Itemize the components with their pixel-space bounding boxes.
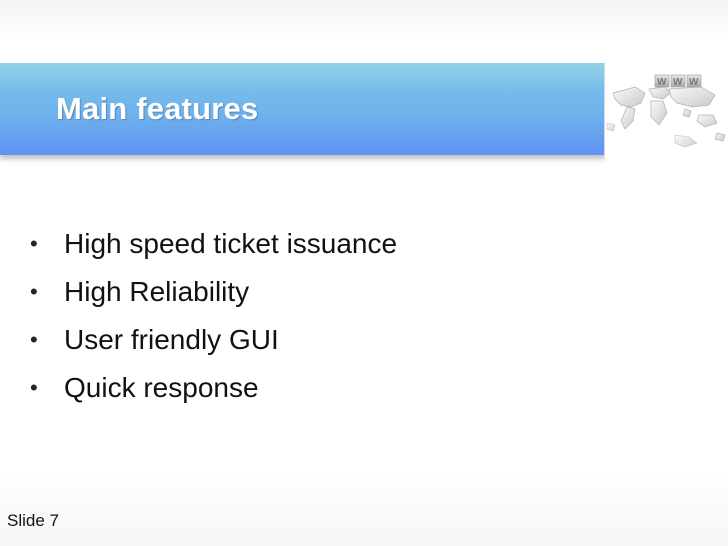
svg-text:W: W — [657, 77, 667, 88]
bullet-item: • Quick response — [30, 369, 397, 417]
world-map-icon — [606, 86, 726, 148]
bullet-item: • High speed ticket issuance — [30, 225, 397, 273]
bullet-list: • High speed ticket issuance • High Reliab… — [30, 225, 397, 417]
svg-text:W: W — [673, 77, 683, 88]
bullet-text: High speed ticket issuance — [64, 228, 398, 259]
www-blocks-icon: W W W — [654, 74, 702, 88]
title-band-highlight — [0, 63, 605, 93]
title-band — [0, 63, 605, 155]
bullet-text: High Reliability — [64, 276, 250, 307]
slide-number: Slide 7 — [7, 511, 59, 530]
bullet-icon: • — [30, 327, 38, 352]
bullet-icon: • — [30, 279, 38, 304]
bullet-item: • User friendly GUI — [30, 321, 397, 369]
bullet-item: • High Reliability — [30, 273, 397, 321]
bullet-text: User friendly GUI — [64, 324, 279, 355]
svg-text:W: W — [689, 77, 699, 88]
bullet-icon: • — [30, 375, 38, 400]
bullet-text: Quick response — [64, 372, 259, 403]
world-globe-www-icon: W W W — [604, 63, 728, 158]
slide-title: Main features — [56, 91, 259, 126]
bullet-icon: • — [30, 231, 38, 256]
